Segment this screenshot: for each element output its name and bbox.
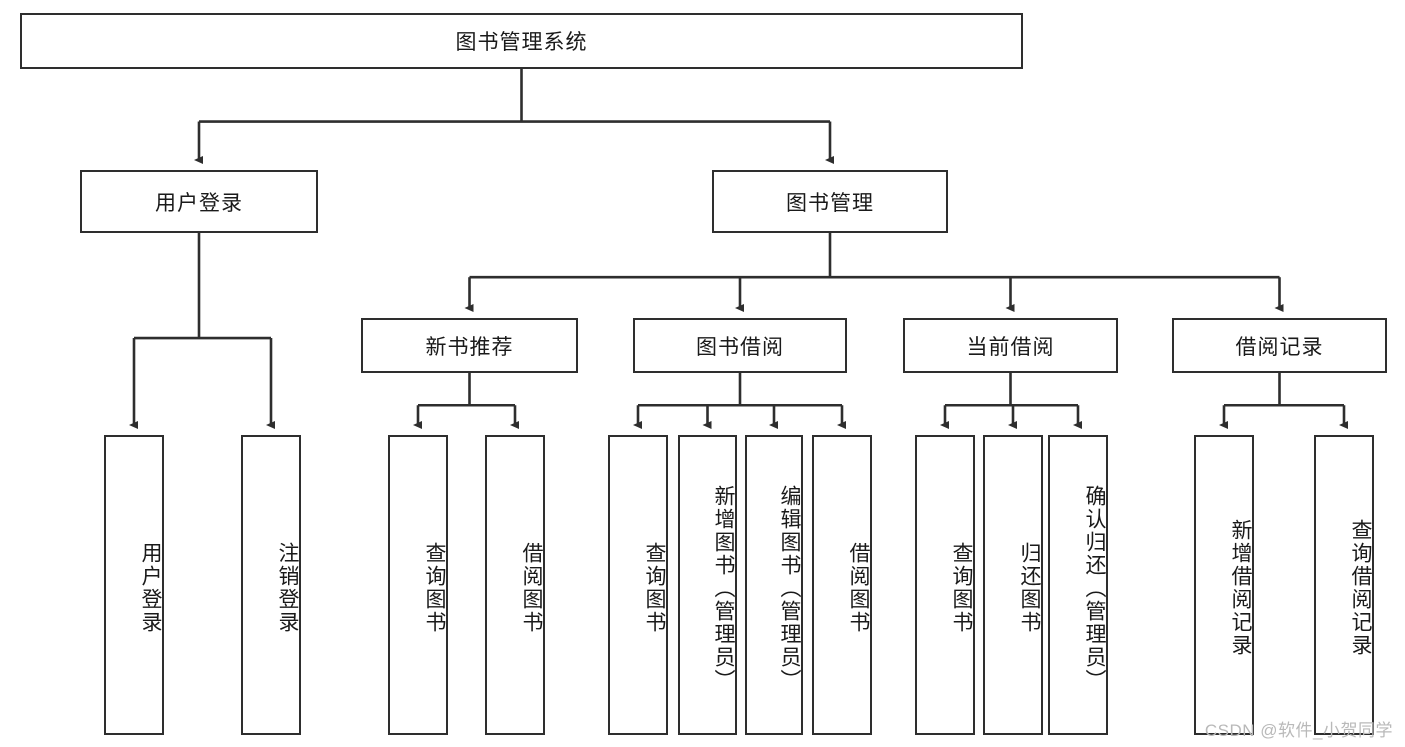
leaf-record-add[interactable]: 新增借阅记录 bbox=[1194, 435, 1254, 735]
leaf-user-login[interactable]: 用户登录 bbox=[104, 435, 164, 735]
leaf-record-query-label: 查询借阅记录 bbox=[1349, 519, 1372, 657]
leaf-borrow-add-book-label: 新增图书（管理员） bbox=[712, 484, 735, 692]
leaf-borrow-borrow-book-label: 借阅图书 bbox=[847, 542, 870, 634]
csdn-watermark: CSDN @软件_小贺同学 bbox=[1204, 721, 1393, 740]
node-borrow-record[interactable]: 借阅记录 bbox=[1172, 318, 1387, 373]
node-new-book-recommend[interactable]: 新书推荐 bbox=[361, 318, 578, 373]
node-borrow-record-label: 借阅记录 bbox=[1235, 335, 1324, 359]
node-new-book-recommend-label: 新书推荐 bbox=[425, 335, 514, 359]
leaf-current-return-book-label: 归还图书 bbox=[1018, 542, 1041, 634]
leaf-recommend-borrow-book-label: 借阅图书 bbox=[520, 542, 543, 634]
leaf-user-logout-label: 注销登录 bbox=[276, 542, 299, 634]
leaf-current-query-book-label: 查询图书 bbox=[950, 542, 973, 634]
leaf-borrow-edit-book-label: 编辑图书（管理员） bbox=[778, 484, 801, 692]
node-book-borrow[interactable]: 图书借阅 bbox=[633, 318, 847, 373]
leaf-record-add-label: 新增借阅记录 bbox=[1229, 519, 1252, 657]
node-root-label: 图书管理系统 bbox=[455, 31, 588, 54]
leaf-recommend-query-book[interactable]: 查询图书 bbox=[388, 435, 448, 735]
leaf-borrow-query-book-label: 查询图书 bbox=[643, 542, 666, 634]
node-book-manage-label: 图书管理 bbox=[786, 191, 874, 215]
node-root[interactable]: 图书管理系统 bbox=[20, 13, 1023, 69]
node-book-borrow-label: 图书借阅 bbox=[696, 335, 784, 359]
leaf-recommend-borrow-book[interactable]: 借阅图书 bbox=[485, 435, 545, 735]
leaf-user-logout[interactable]: 注销登录 bbox=[241, 435, 301, 735]
leaf-borrow-borrow-book[interactable]: 借阅图书 bbox=[812, 435, 872, 735]
leaf-recommend-query-book-label: 查询图书 bbox=[423, 542, 446, 634]
leaf-current-query-book[interactable]: 查询图书 bbox=[915, 435, 975, 735]
node-user-login[interactable]: 用户登录 bbox=[80, 170, 318, 233]
leaf-current-confirm-return-label: 确认归还（管理员） bbox=[1083, 484, 1106, 692]
leaf-record-query[interactable]: 查询借阅记录 bbox=[1314, 435, 1374, 735]
node-current-borrow[interactable]: 当前借阅 bbox=[903, 318, 1118, 373]
leaf-current-return-book[interactable]: 归还图书 bbox=[983, 435, 1043, 735]
leaf-user-login-label: 用户登录 bbox=[139, 542, 162, 634]
leaf-borrow-edit-book[interactable]: 编辑图书（管理员） bbox=[745, 435, 803, 735]
node-user-login-label: 用户登录 bbox=[155, 191, 243, 215]
node-current-borrow-label: 当前借阅 bbox=[966, 335, 1055, 359]
leaf-current-confirm-return[interactable]: 确认归还（管理员） bbox=[1048, 435, 1108, 735]
node-book-manage[interactable]: 图书管理 bbox=[712, 170, 948, 233]
leaf-borrow-query-book[interactable]: 查询图书 bbox=[608, 435, 668, 735]
leaf-borrow-add-book[interactable]: 新增图书（管理员） bbox=[678, 435, 737, 735]
